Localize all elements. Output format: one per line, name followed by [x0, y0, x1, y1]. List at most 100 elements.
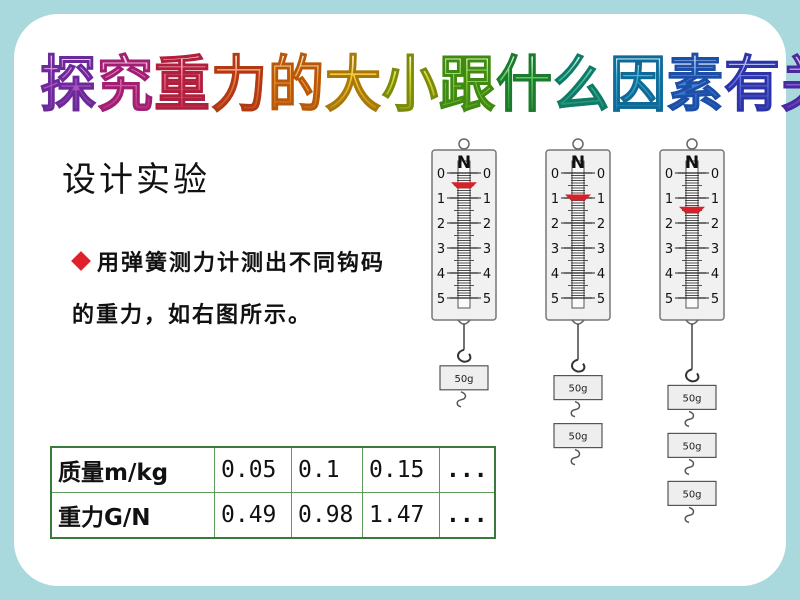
section-subtitle: 设计实验 [62, 160, 210, 200]
tick-label-left: 3 [551, 242, 559, 257]
title-char: 有 [724, 50, 781, 121]
spring-scale: N0 0 1 1 2 2 3 3 4 4 5 5 50g [431, 138, 497, 408]
weight-label: 50g [454, 374, 473, 385]
weight-label: 50g [568, 384, 587, 395]
tick-label-left: 0 [437, 167, 445, 182]
tick-label-right: 3 [711, 242, 719, 257]
title-char: 因 [610, 50, 667, 121]
table-row-weight: 重力G/N 0.49 0.98 1.47 ... [50, 492, 496, 539]
tick-label-right: 3 [483, 242, 491, 257]
hook-icon [571, 358, 586, 373]
title-char: 么 [553, 50, 610, 121]
tick-label-left: 3 [665, 242, 673, 257]
tick-label-right: 5 [711, 292, 719, 307]
tick-label-left: 5 [551, 292, 559, 307]
weight-block [439, 365, 489, 391]
title-char: 素 [667, 50, 724, 121]
slide-title: 探究重力的大小跟什么因素有关 [40, 48, 800, 124]
scale-ring [686, 138, 698, 150]
instruction-paragraph: 用弹簧测力计测出不同钩码的重力，如右图所示。 [71, 238, 392, 342]
tick-label-left: 4 [551, 267, 559, 282]
tick-label-right: 4 [711, 267, 719, 282]
title-char: 究 [97, 50, 154, 121]
weight-hook-icon [684, 458, 695, 476]
tick-label-left: 2 [437, 217, 445, 232]
weight-hook-icon [570, 400, 581, 418]
unit-label: N [571, 153, 585, 173]
tick-label-right: 1 [597, 192, 605, 207]
spring-scale: N0 0 1 1 2 2 3 3 4 4 5 5 50g 50g 50g [659, 138, 725, 524]
title-char: 力 [211, 50, 268, 121]
weight-block [667, 432, 717, 458]
tick-label-left: 1 [551, 192, 559, 207]
tick-label-right: 2 [711, 217, 719, 232]
hook-icon [457, 348, 472, 363]
table-cell-ellipsis: ... [438, 446, 496, 493]
scale-ring [572, 138, 584, 150]
tick-label-right: 0 [597, 167, 605, 182]
tick-label-left: 5 [665, 292, 673, 307]
weight-block [553, 375, 603, 401]
unit-label: N [685, 153, 699, 173]
weight-hook-icon [456, 391, 467, 408]
title-char: 小 [382, 50, 439, 121]
weight-label: 50g [682, 441, 701, 452]
weight-label: 50g [568, 432, 587, 443]
weight-hook-icon [684, 506, 695, 524]
weight-label: 50g [682, 393, 701, 404]
tick-label-left: 3 [437, 242, 445, 257]
tick-label-left: 4 [665, 267, 673, 282]
instruction-text: 用弹簧测力计测出不同钩码的重力，如右图所示。 [72, 251, 386, 328]
reading-pointer [565, 194, 591, 201]
tick-label-right: 0 [711, 167, 719, 182]
reading-pointer [679, 206, 705, 213]
unit-label: N [457, 153, 471, 173]
tick-label-right: 1 [711, 192, 719, 207]
title-char: 关 [781, 50, 800, 121]
tick-label-left: 2 [665, 217, 673, 232]
row-label-mass: 质量m/kg [50, 446, 215, 493]
title-char: 大 [325, 50, 382, 121]
tick-label-left: 4 [437, 267, 445, 282]
weight-block [553, 423, 603, 449]
tick-label-left: 0 [665, 167, 673, 182]
hook-icon [685, 368, 700, 383]
table-cell: 0.1 [291, 446, 363, 493]
table-cell: 0.15 [362, 446, 440, 493]
spring-scale: N0 0 1 1 2 2 3 3 4 4 5 5 50g 50g [545, 138, 611, 466]
tick-label-right: 5 [483, 292, 491, 307]
weight-label: 50g [682, 489, 701, 500]
table-cell: 1.47 [362, 492, 440, 539]
weight-block [667, 480, 717, 506]
tick-label-left: 2 [551, 217, 559, 232]
tick-label-left: 1 [665, 192, 673, 207]
scale-ring [458, 138, 470, 150]
title-char: 探 [40, 50, 97, 121]
weight-hook-icon [570, 448, 581, 466]
tick-label-right: 4 [597, 267, 605, 282]
tick-label-right: 5 [597, 292, 605, 307]
title-char: 重 [154, 50, 211, 121]
tick-label-right: 0 [483, 167, 491, 182]
table-cell: 0.49 [214, 492, 292, 539]
tick-label-right: 3 [597, 242, 605, 257]
weight-block [667, 384, 717, 410]
weight-hook-icon [684, 410, 695, 428]
table-cell: 0.98 [291, 492, 363, 539]
tick-label-left: 5 [437, 292, 445, 307]
row-label-weight: 重力G/N [50, 492, 215, 539]
bullet-diamond-icon [71, 251, 91, 271]
tick-label-right: 2 [483, 217, 491, 232]
table-cell: 0.05 [214, 446, 292, 493]
table-cell-ellipsis: ... [438, 492, 496, 539]
title-char: 跟 [439, 50, 496, 121]
tick-label-left: 0 [551, 167, 559, 182]
tick-label-right: 1 [483, 192, 491, 207]
tick-label-right: 2 [597, 217, 605, 232]
mass-weight-table: 质量m/kg 0.05 0.1 0.15 ... 重力G/N 0.49 0.98… [50, 446, 496, 539]
tick-label-right: 4 [483, 267, 491, 282]
tick-label-left: 1 [437, 192, 445, 207]
reading-pointer [451, 182, 477, 189]
title-char: 什 [496, 50, 553, 121]
